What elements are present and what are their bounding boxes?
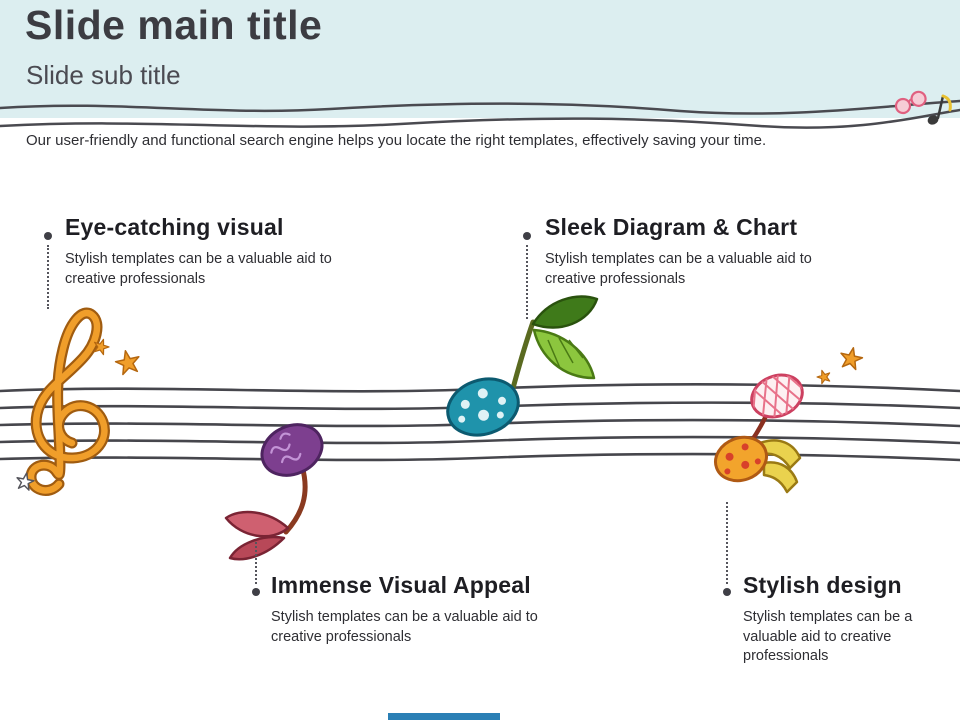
slide-subtitle: Slide sub title [26, 60, 181, 90]
bullet-dot [723, 588, 731, 596]
dotted-connector [526, 245, 528, 319]
bullet-dot [252, 588, 260, 596]
section-title: Stylish design [743, 572, 902, 598]
section-title: Eye-catching visual [65, 214, 284, 240]
section-title: Immense Visual Appeal [271, 572, 531, 598]
dotted-connector [255, 542, 257, 584]
section-stylish-design: Stylish design Stylish templates can be … [743, 572, 943, 667]
section-immense-visual-appeal: Immense Visual Appeal Stylish templates … [271, 572, 571, 647]
section-eye-catching-visual: Eye-catching visual Stylish templates ca… [65, 214, 357, 289]
header-squiggle-lines [0, 90, 960, 129]
note-orange-icon [714, 435, 802, 494]
dotted-connector [47, 245, 49, 309]
section-body: Stylish templates can be a valuable aid … [743, 609, 913, 665]
sunglasses-icon [894, 90, 927, 115]
bullet-dot [44, 232, 52, 240]
staff-lines-icon [0, 383, 960, 462]
star-icons [14, 336, 865, 492]
section-body: Stylish templates can be a valuable aid … [65, 251, 332, 287]
dotted-connector [726, 502, 728, 584]
slide-title: Slide main title [25, 2, 323, 48]
note-purple-icon [224, 423, 324, 561]
note-teal-icon [446, 295, 599, 437]
note-red-icon [744, 367, 809, 450]
section-title: Sleek Diagram & Chart [545, 214, 798, 240]
slide-description: Our user-friendly and functional search … [26, 132, 767, 149]
small-music-note-icon [927, 94, 952, 125]
section-body: Stylish templates can be a valuable aid … [271, 609, 538, 645]
bullet-dot [523, 232, 531, 240]
bottom-accent-bar [388, 713, 500, 720]
section-sleek-diagram-chart: Sleek Diagram & Chart Stylish templates … [545, 214, 837, 289]
treble-clef-icon [25, 307, 110, 496]
header-band [0, 0, 960, 118]
section-body: Stylish templates can be a valuable aid … [545, 251, 812, 287]
